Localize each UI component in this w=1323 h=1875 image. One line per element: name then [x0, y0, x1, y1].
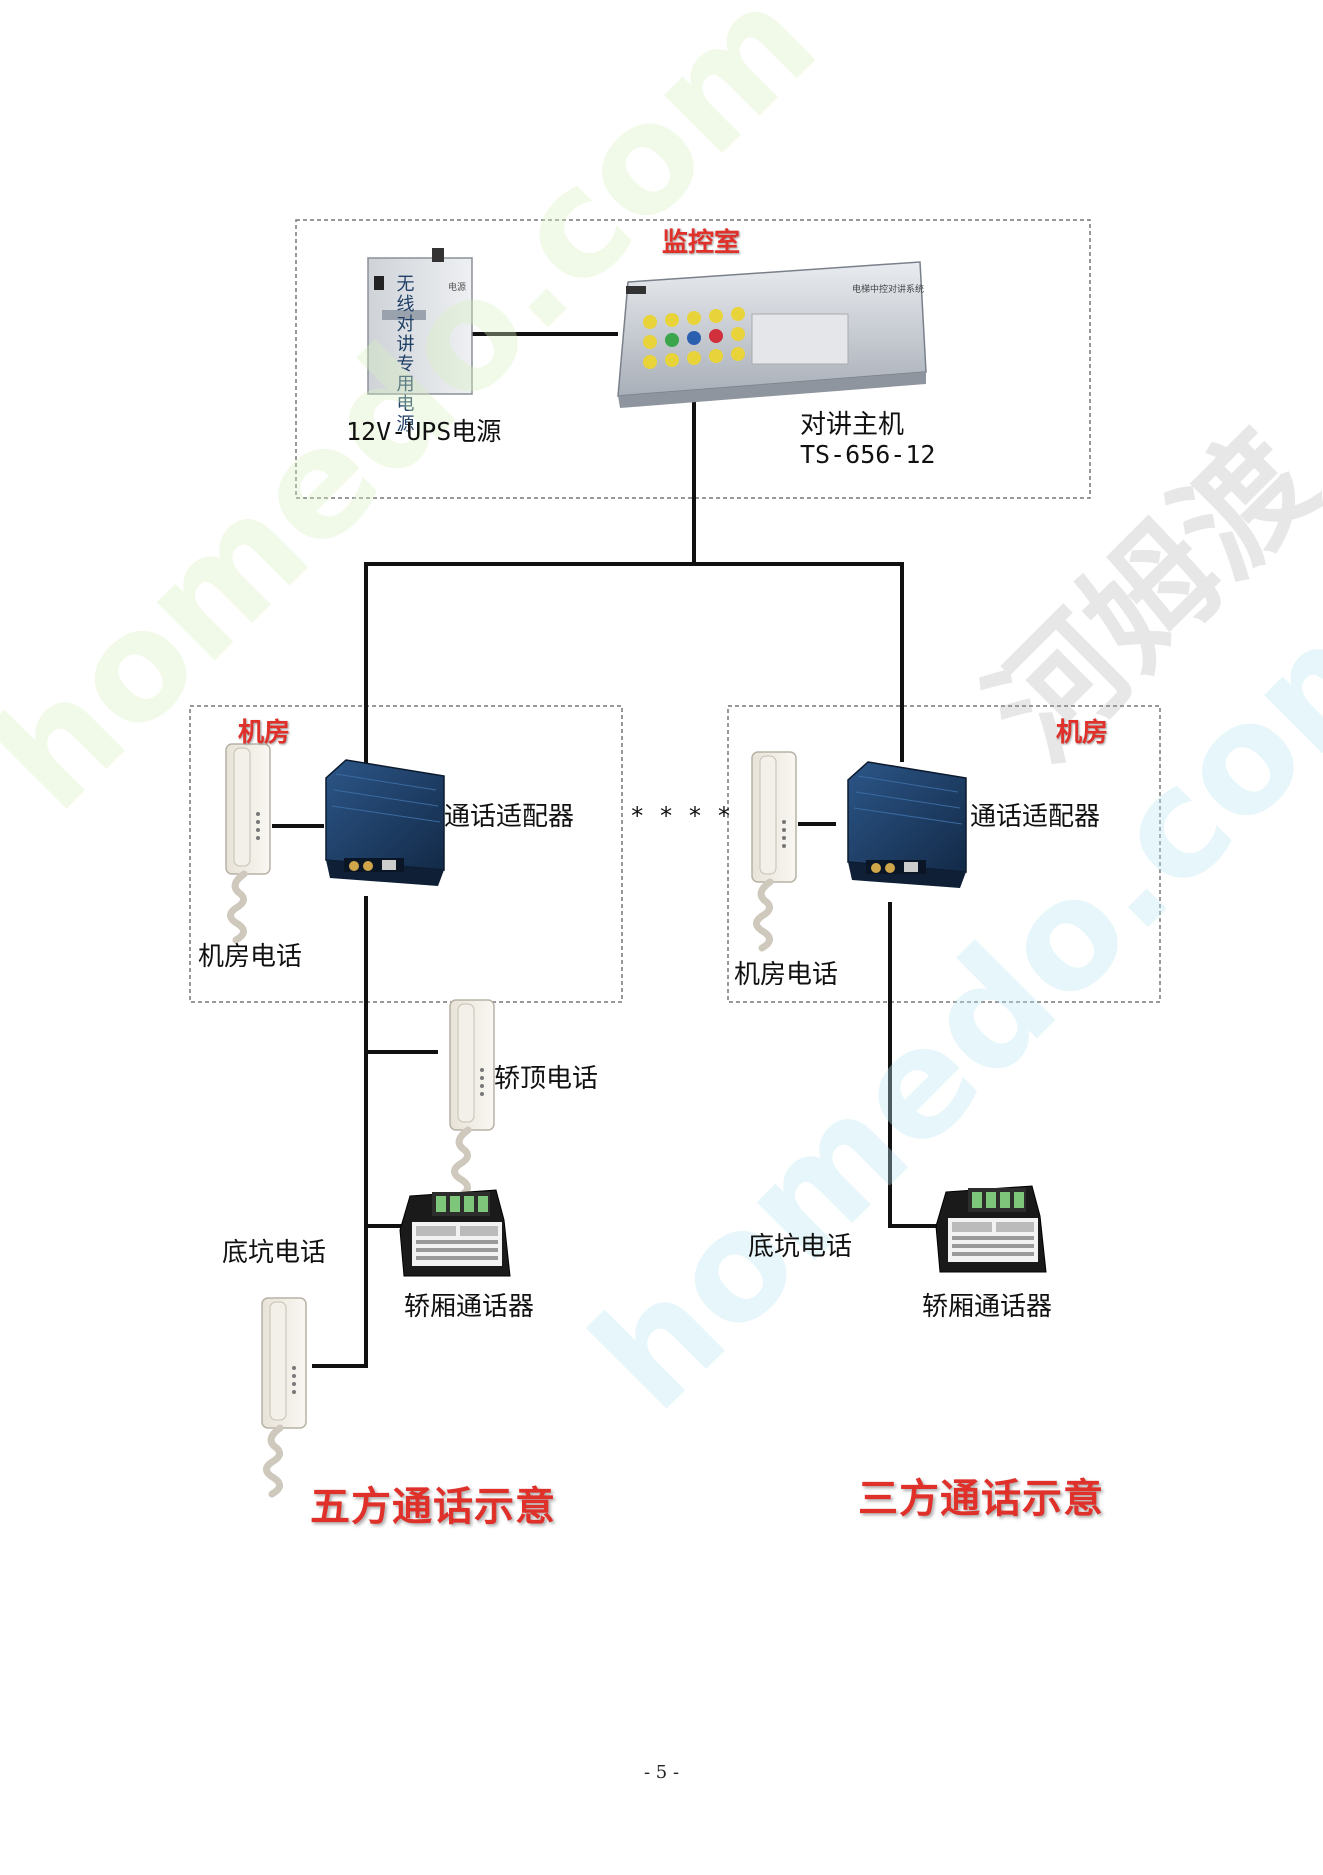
car-intercom-device-right — [935, 1185, 1047, 1273]
machine-room-phone-label-left: 机房电话 — [198, 942, 303, 972]
adapter-label-right: 通话适配器 — [970, 802, 1101, 832]
svg-text:电梯中控对讲系统: 电梯中控对讲系统 — [852, 283, 924, 295]
machine-room-phone-right — [752, 752, 796, 948]
ups-label: 12V-UPS电源 — [346, 417, 502, 446]
pit-phone-left — [262, 1298, 306, 1494]
host-device: 电梯中控对讲系统 — [617, 261, 927, 408]
host-keypad — [643, 307, 745, 369]
machine-room-label-right: 机房 — [1056, 718, 1109, 748]
car-intercom-device-left — [399, 1189, 511, 1277]
page-number: - 5 - — [643, 1762, 680, 1783]
host-name-label: 对讲主机 — [800, 410, 905, 440]
ellipsis-dots: * * * * — [630, 802, 732, 830]
host-model-label: TS-656-12 — [800, 440, 936, 469]
adapter-device-right — [847, 761, 967, 889]
machine-room-phone-label-right: 机房电话 — [734, 960, 839, 990]
adapter-device-left — [325, 759, 445, 887]
car-intercom-label-right: 轿厢通话器 — [922, 1292, 1053, 1322]
pit-phone-label-left: 底坑电话 — [222, 1238, 327, 1268]
car-top-phone — [450, 1000, 494, 1196]
car-top-phone-label: 轿顶电话 — [494, 1064, 599, 1094]
control-room-box — [295, 219, 1091, 499]
title-three-way: 三方通话示意 — [858, 1475, 1104, 1522]
machine-room-phone-left — [226, 744, 270, 940]
control-room-label: 监控室 — [662, 228, 741, 258]
wiring — [272, 332, 940, 1368]
svg-text:电源: 电源 — [448, 281, 466, 293]
pit-phone-label-right: 底坑电话 — [748, 1232, 853, 1262]
ups-device: 电源 无线对讲专用电源 — [367, 248, 473, 434]
car-intercom-label-left: 轿厢通话器 — [404, 1292, 535, 1322]
adapter-label-left: 通话适配器 — [444, 802, 575, 832]
title-five-way: 五方通话示意 — [310, 1483, 556, 1530]
machine-room-label-left: 机房 — [238, 718, 291, 748]
svg-text:无线对讲专用电源: 无线对讲专用电源 — [394, 274, 415, 434]
